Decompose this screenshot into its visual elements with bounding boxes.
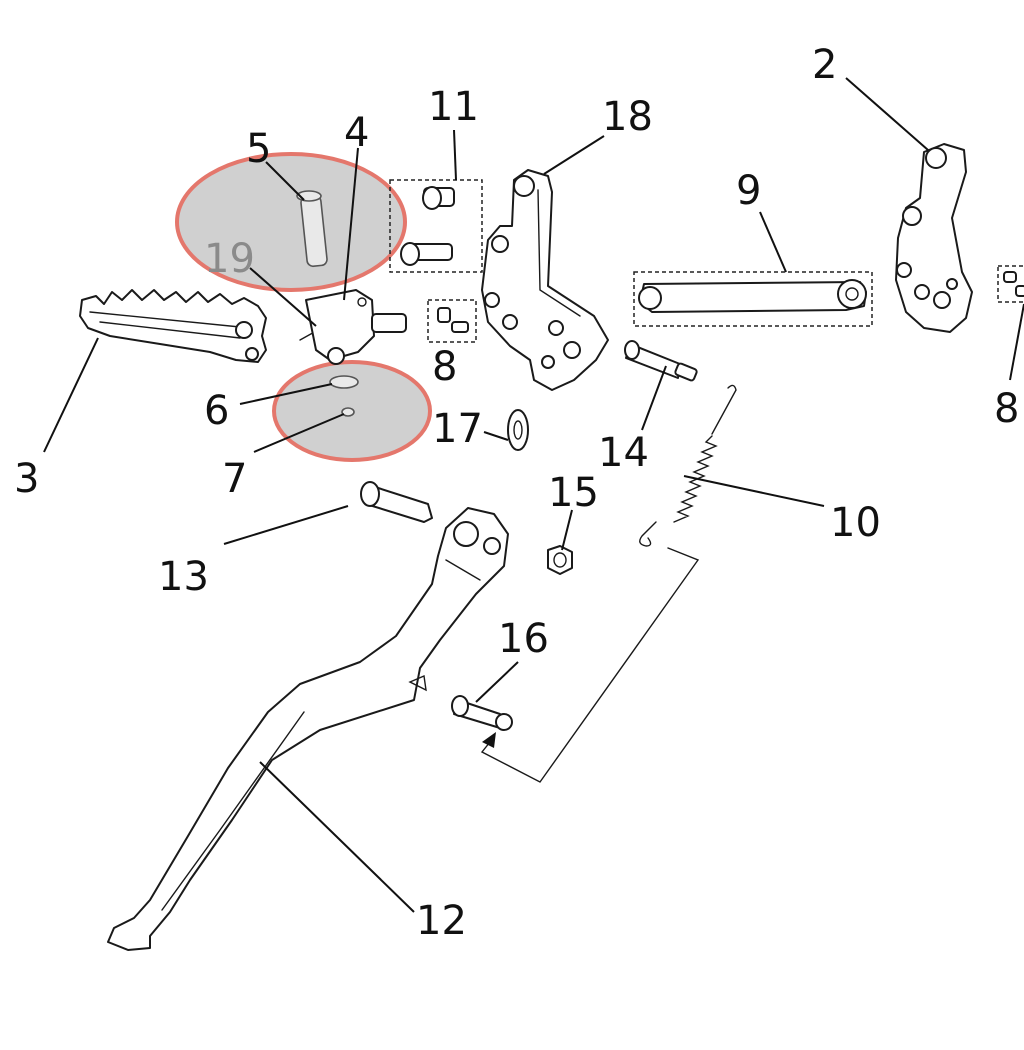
tension-spring-part — [639, 384, 737, 547]
arrow-head — [482, 732, 496, 748]
spacer-washer-hole — [513, 420, 523, 440]
callout-2: 2 — [812, 42, 837, 88]
small-bolts-group-8-right — [997, 265, 1024, 303]
clip-part — [341, 407, 355, 417]
callout-8-left: 8 — [432, 344, 457, 390]
nut-part — [547, 545, 573, 575]
washer-part — [329, 375, 359, 389]
spring-post-bolt-part — [451, 547, 700, 783]
callout-13: 13 — [158, 554, 209, 600]
callout-labels: 2 3 4 5 6 7 8 8 9 10 11 12 13 14 15 16 1… — [14, 42, 1019, 944]
callout-12: 12 — [416, 898, 467, 944]
callout-4: 4 — [344, 110, 369, 156]
callout-17: 17 — [432, 406, 483, 452]
footpeg-bracket-part — [305, 289, 407, 365]
callout-16: 16 — [498, 616, 549, 662]
mounting-bar-group-9 — [633, 271, 873, 327]
leader-lines — [43, 77, 1024, 913]
callout-19: 19 — [204, 236, 255, 282]
callout-5: 5 — [246, 126, 271, 172]
callout-3: 3 — [14, 456, 39, 502]
callout-9: 9 — [736, 168, 761, 214]
callout-6: 6 — [204, 388, 229, 434]
bracket-plate-part — [481, 169, 609, 391]
callout-8-right: 8 — [994, 386, 1019, 432]
callout-10: 10 — [830, 500, 881, 546]
kickstand-part — [107, 507, 509, 951]
right-bracket-part — [895, 143, 973, 333]
callout-11: 11 — [428, 84, 479, 130]
small-bolts-group-8-left — [427, 299, 477, 343]
callout-15: 15 — [548, 470, 599, 516]
bolts-group-11 — [389, 179, 483, 273]
callout-18: 18 — [602, 94, 653, 140]
footpeg-part — [79, 289, 267, 363]
pivot-bolt-part — [624, 340, 698, 382]
callout-14: 14 — [598, 430, 649, 476]
spacer-washer-part — [507, 409, 529, 451]
callout-7: 7 — [222, 456, 247, 502]
kickstand-pivot-pin-part — [360, 481, 433, 523]
